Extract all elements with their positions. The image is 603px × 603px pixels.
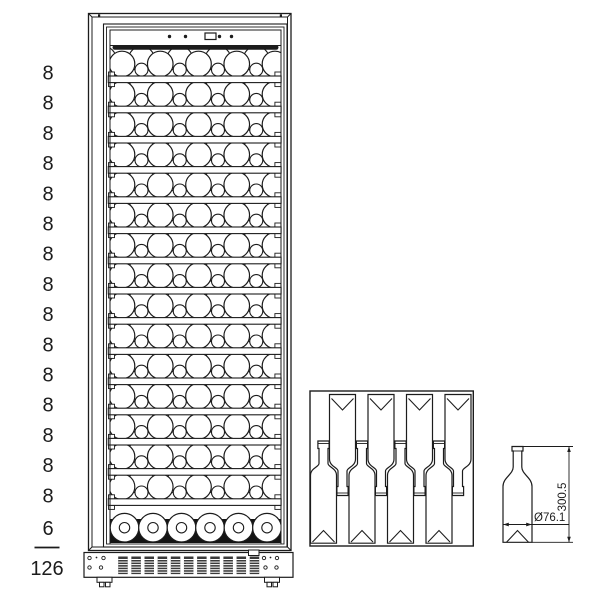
- shelf-row-bottles: [110, 287, 281, 320]
- shelf-capacity-label: 8: [42, 304, 53, 326]
- shelf-bar: [107, 256, 282, 265]
- shelf-capacity-label: 8: [42, 214, 53, 236]
- shelf-bar: [107, 75, 282, 84]
- shelf-bar: [107, 347, 282, 355]
- shelf-bar: [107, 286, 282, 295]
- shelf-capacity-label: 8: [42, 153, 53, 175]
- bottle-diameter-dimension-label: Ø76.1: [534, 512, 565, 524]
- ventilation-grille-icon: [118, 556, 260, 575]
- shelf-row-bottles: [110, 166, 281, 199]
- wine-cabinet-front-view: [83, 12, 294, 588]
- bottle-height-dimension-label: 300.5: [557, 483, 569, 512]
- shelf-bar: [107, 196, 282, 204]
- bottle-top-view-neck-up: [425, 440, 453, 544]
- shelf-capacity-label: 8: [42, 63, 53, 85]
- shelf-row-bottles: [110, 226, 281, 259]
- door-bottom-plate: [248, 549, 260, 556]
- shelf-capacity-label: 8: [42, 274, 53, 296]
- bottle-top-view-neck-down: [328, 393, 357, 497]
- shelves: [107, 30, 282, 556]
- panel-button-icon: [183, 34, 188, 39]
- shelf-capacity-label: 8: [42, 93, 53, 115]
- control-panel: [109, 29, 282, 50]
- shelf-capacity-label: 8: [42, 485, 53, 507]
- shelf-bar: [107, 468, 282, 476]
- cabinet-base: [83, 551, 294, 588]
- bottle-top-view-neck-up: [309, 440, 338, 544]
- bottle-top-view-neck-down: [405, 393, 434, 497]
- shelf-top-view: [309, 390, 475, 547]
- shelf-bar: [107, 105, 282, 114]
- panel-button-icon: [217, 34, 222, 39]
- panel-button-icon: [167, 34, 172, 39]
- bottle-top-view-neck-up: [348, 440, 376, 544]
- shelf-capacity-label: 8: [42, 365, 53, 387]
- bottom-row-bottles: [110, 512, 281, 543]
- base-screws: [87, 555, 280, 570]
- shelf-capacity-label: 8: [42, 123, 53, 145]
- shelf-capacity-label: 8: [42, 244, 53, 266]
- shelf-capacity-label: 8: [42, 183, 53, 205]
- shelf-bar: [107, 407, 282, 416]
- total-capacity-label: 126: [30, 558, 63, 580]
- shelf-bar: [107, 166, 282, 174]
- panel-display-icon: [204, 32, 217, 41]
- capacity-column: 8 8 8 8 8 8 8 8 8 8 8 8 8 8 8 6: [42, 63, 53, 541]
- shelf-bar: [107, 226, 282, 235]
- shelf-bar: [107, 377, 282, 386]
- shelf-capacity-label: 8: [42, 425, 53, 447]
- shelf-bar: [107, 437, 282, 446]
- bottle-top-view-neck-down: [444, 393, 472, 497]
- dimension-lines: [503, 446, 573, 543]
- bottle-top-view-neck-down: [367, 393, 395, 497]
- shelf-bar: [107, 317, 282, 325]
- bottle-outline: [502, 445, 533, 543]
- bottle-top-view-neck-up: [386, 440, 415, 544]
- bottom-row-capacity-label: 6: [42, 518, 53, 540]
- shelf-capacity-label: 8: [42, 334, 53, 356]
- leveling-feet: [96, 576, 280, 588]
- shelf-capacity-label: 8: [42, 455, 53, 477]
- bottle-dimension-view: 300.5 Ø76.1: [502, 445, 573, 543]
- shelf-bar: [107, 135, 282, 144]
- shelf-capacity-label: 8: [42, 395, 53, 417]
- panel-button-icon: [229, 34, 234, 39]
- shelf-bar: [107, 498, 282, 506]
